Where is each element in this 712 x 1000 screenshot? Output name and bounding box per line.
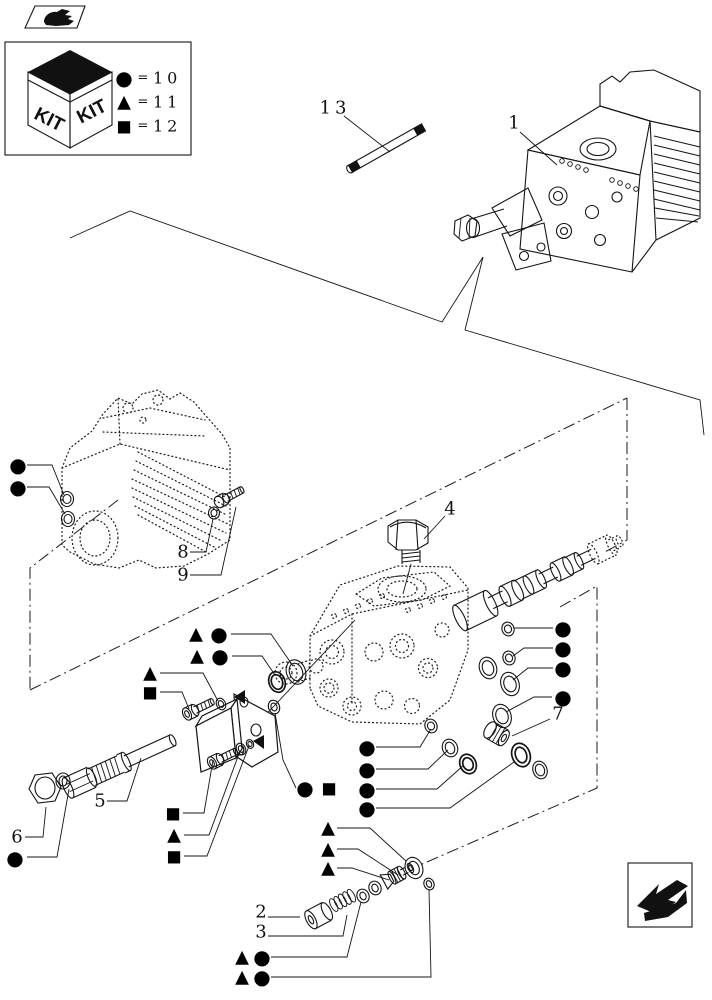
detail-pointer-line (69, 210, 705, 436)
svg-text:=: = (138, 119, 149, 134)
circle-marker: ● (115, 66, 132, 90)
circle-marker: ● (358, 757, 375, 781)
circle-marker: ● (358, 735, 375, 759)
triangle-marker: ▲ (190, 646, 204, 667)
kit-cube-text-left: KIT (31, 104, 68, 137)
part-labels: 1 13 4 7 8 9 5 6 2 3 (11, 98, 563, 943)
triangle-marker: ▲ (321, 858, 335, 879)
circle-marker: ● (358, 796, 375, 820)
square-marker: ■ (165, 804, 180, 823)
part-label-5[interactable]: 5 (94, 791, 105, 812)
spring-part-3-drawing (329, 888, 357, 912)
triangle-marker: ▲ (321, 839, 335, 860)
svg-text:=: = (138, 71, 149, 86)
end-cap-drawing (160, 619, 356, 857)
circle-marker: ● (211, 644, 228, 668)
legend-row-triangle: ▲ = 11 (117, 92, 181, 113)
part-label-2[interactable]: 2 (255, 902, 266, 923)
circle-marker: ● (554, 685, 571, 709)
circle-marker: ● (296, 776, 313, 800)
square-marker: ■ (321, 779, 336, 798)
circle-marker: ● (6, 846, 23, 870)
part-label-3[interactable]: 3 (255, 922, 266, 943)
circle-marker: ● (9, 475, 26, 499)
part-label-8[interactable]: 8 (177, 542, 188, 563)
svg-text:=: = (138, 95, 149, 110)
triangle-marker: ▲ (143, 663, 157, 684)
square-marker: ■ (166, 847, 181, 866)
triangle-marker: ▲ (235, 967, 249, 988)
poppet-drawing (379, 862, 415, 891)
circle-marker: ● (554, 656, 571, 680)
cooling-fins (653, 135, 701, 223)
spool-drawing (452, 534, 624, 632)
legend-row-square: ■ = 12 (116, 117, 181, 136)
plug-part-7-drawing (483, 721, 510, 747)
triangle-marker: ▲ (167, 825, 181, 846)
plug-part-4-drawing (387, 515, 446, 595)
square-marker: ■ (116, 117, 131, 136)
kit-cube-icon: KIT KIT (27, 50, 113, 149)
legend-value-11: 11 (153, 93, 181, 112)
triangle-marker: ▲ (189, 624, 203, 645)
part-label-9[interactable]: 9 (177, 565, 188, 586)
kit-markers: ● ● ● ● ● ● ● ● ● ● ● ● ● ● ● ● ▲ ▲ ▲ ▲ … (6, 453, 571, 989)
triangle-marker: ▲ (117, 92, 131, 113)
page-continuation-arrow-icon[interactable] (627, 862, 693, 928)
valve-assembly-drawing (453, 69, 701, 273)
kit-legend: KIT KIT ● = 10 ▲ = 11 ■ = 12 (4, 41, 192, 156)
circle-marker: ● (358, 777, 375, 801)
circle-marker: ● (253, 965, 270, 989)
legend-value-12: 12 (153, 117, 181, 136)
kit-cube-text-right: KIT (74, 96, 111, 129)
cap-bolt-upper (181, 697, 215, 721)
part-label-1[interactable]: 1 (508, 113, 519, 134)
legend-value-10: 10 (153, 69, 181, 88)
square-marker: ■ (142, 683, 157, 702)
triangle-marker: ▲ (235, 947, 249, 968)
rod-part-5-drawing (25, 734, 177, 858)
plug-part-2-drawing (304, 901, 334, 930)
part-label-4[interactable]: 4 (444, 499, 455, 520)
valve-body-drawing (274, 565, 469, 725)
circle-marker: ● (554, 636, 571, 660)
part-label-6[interactable]: 6 (11, 827, 22, 848)
right-seals-drawing (478, 621, 553, 780)
legend-row-circle: ● = 10 (115, 66, 181, 90)
circle-marker: ● (9, 453, 26, 477)
phantom-boundary-lines (29, 397, 628, 866)
part-label-7[interactable]: 7 (552, 704, 563, 725)
circle-marker: ● (554, 616, 571, 640)
circle-marker: ● (210, 622, 227, 646)
stud-part-13-drawing (343, 115, 427, 174)
triangle-marker: ▲ (321, 818, 335, 839)
hand-book-icon[interactable] (24, 5, 86, 29)
nut-part-6-drawing (28, 772, 62, 804)
phantom-valve-block-drawing (27, 389, 245, 576)
lower-seals-drawing (376, 718, 515, 809)
check-valve-drawing (268, 827, 435, 978)
part-label-13[interactable]: 13 (320, 98, 351, 119)
circle-marker: ● (253, 945, 270, 969)
